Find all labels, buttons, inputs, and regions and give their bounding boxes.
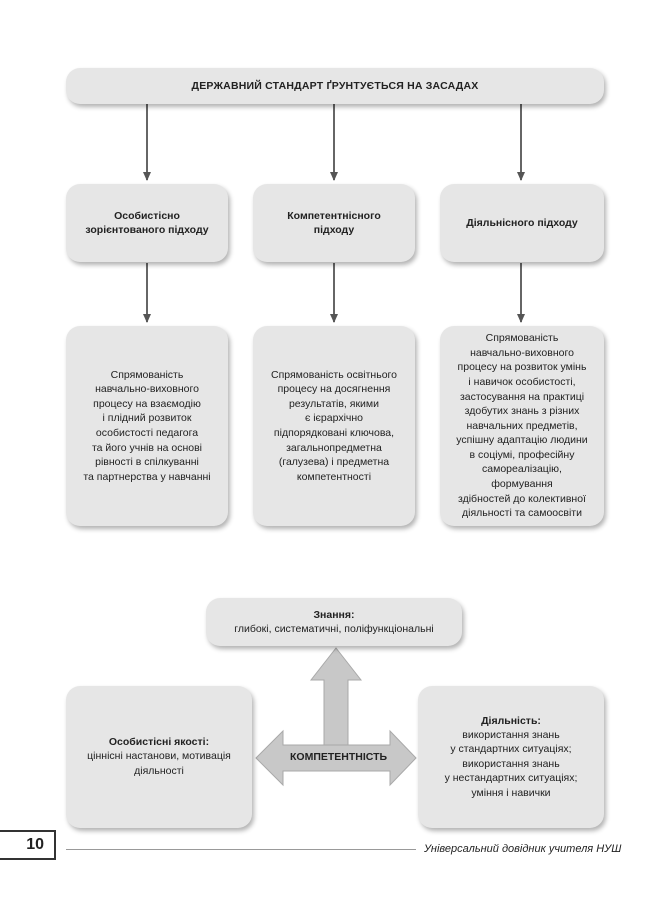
desc-line: здібностей до колективної: [458, 492, 586, 505]
knowledge-text: глибокі, систематичні, поліфункціональні: [234, 622, 434, 635]
personal-qualities-title: Особистісні якості:: [108, 736, 210, 749]
approach-activity-line: Діяльнісного підходу: [466, 217, 578, 229]
page-number: 10: [0, 830, 56, 860]
competence-arrows: [255, 647, 417, 787]
desc-line: процесу на взаємодію: [93, 397, 201, 410]
desc-personal-box: Спрямованість навчально-виховного процес…: [66, 326, 228, 526]
desc-line: (галузева) і предметна: [278, 456, 390, 469]
desc-line: є ієрархічно: [304, 412, 364, 425]
desc-line: Спрямованість: [110, 368, 184, 381]
activity-text: у стандартних ситуаціях;: [450, 743, 572, 756]
activity-box: Діяльність: використання знань у стандар…: [418, 686, 604, 828]
desc-line: здобутих знань з різних: [464, 405, 580, 418]
desc-line: та його учнів на основі: [91, 441, 203, 454]
desc-line: успішну адаптацію людини: [456, 434, 588, 447]
personal-qualities-text: ціннісні настанови, мотивація: [87, 750, 231, 763]
approach-competence-line: Компетентнісного: [287, 210, 381, 222]
desc-line: навчально-виховного: [470, 346, 574, 359]
knowledge-title: Знання:: [313, 608, 355, 621]
desc-line: підпорядковані ключова,: [273, 427, 395, 439]
desc-line: навчально-виховного: [95, 383, 199, 396]
personal-qualities-text: діяльності: [134, 765, 184, 777]
personal-qualities-box: Особистісні якості: ціннісні настанови, …: [66, 686, 252, 828]
book-title: Універсальний довідник учителя НУШ: [424, 843, 622, 855]
activity-title: Діяльність:: [481, 714, 541, 727]
desc-activity-box: Спрямованість навчально-виховного процес…: [440, 326, 604, 526]
desc-line: особистості педагога: [95, 427, 199, 439]
desc-line: та партнерства у навчанні: [83, 470, 211, 483]
desc-line: результатів, якими: [288, 397, 379, 410]
activity-text: використання знань: [462, 757, 560, 770]
desc-line: Спрямованість освітнього: [271, 368, 397, 381]
desc-line: компетентності: [296, 470, 372, 483]
desc-line: загальнопредметна: [286, 441, 382, 454]
approach-personal-line: зорієнтованого підходу: [85, 224, 209, 236]
approach-activity-box: Діяльнісного підходу: [440, 184, 604, 262]
desc-line: процесу на досягнення: [277, 383, 391, 396]
arrow-up-to-knowledge: [309, 647, 363, 746]
desc-line: і навичок особистості,: [468, 375, 576, 388]
activity-text: використання знань: [462, 728, 560, 741]
approach-competence-box: Компетентнісного підходу: [253, 184, 415, 262]
approach-personal-box: Особистісно зорієнтованого підходу: [66, 184, 228, 262]
desc-line: і плідний розвиток: [102, 412, 192, 425]
activity-text: у нестандартних ситуаціях;: [444, 772, 578, 785]
state-standard-box: ДЕРЖАВНИЙ СТАНДАРТ ҐРУНТУЄТЬСЯ НА ЗАСАДА…: [66, 68, 604, 104]
desc-line: процесу на розвиток умінь: [457, 361, 587, 374]
arrow-left-right-bar: [255, 729, 417, 787]
desc-line: рівності в спілкуванні: [95, 456, 199, 469]
approach-personal-line: Особистісно: [114, 210, 180, 222]
knowledge-box: Знання: глибокі, систематичні, поліфункц…: [206, 598, 462, 646]
footer-divider: [66, 849, 416, 850]
state-standard-title: ДЕРЖАВНИЙ СТАНДАРТ ҐРУНТУЄТЬСЯ НА ЗАСАДА…: [191, 80, 479, 92]
desc-line: самореалізацію, формування: [482, 463, 562, 491]
desc-line: в соціумі, професійну: [469, 448, 575, 461]
competence-label: КОМПЕТЕНТНІСТЬ: [290, 751, 388, 763]
activity-text: уміння і навички: [471, 786, 551, 799]
desc-line: застосування на практиці: [459, 390, 585, 403]
desc-line: діяльності та самоосвіти: [462, 507, 582, 520]
desc-line: навчальних предметів,: [466, 419, 578, 432]
desc-line: Спрямованість: [485, 332, 559, 345]
desc-competence-box: Спрямованість освітнього процесу на дося…: [253, 326, 415, 526]
approach-competence-line: підходу: [313, 224, 355, 236]
